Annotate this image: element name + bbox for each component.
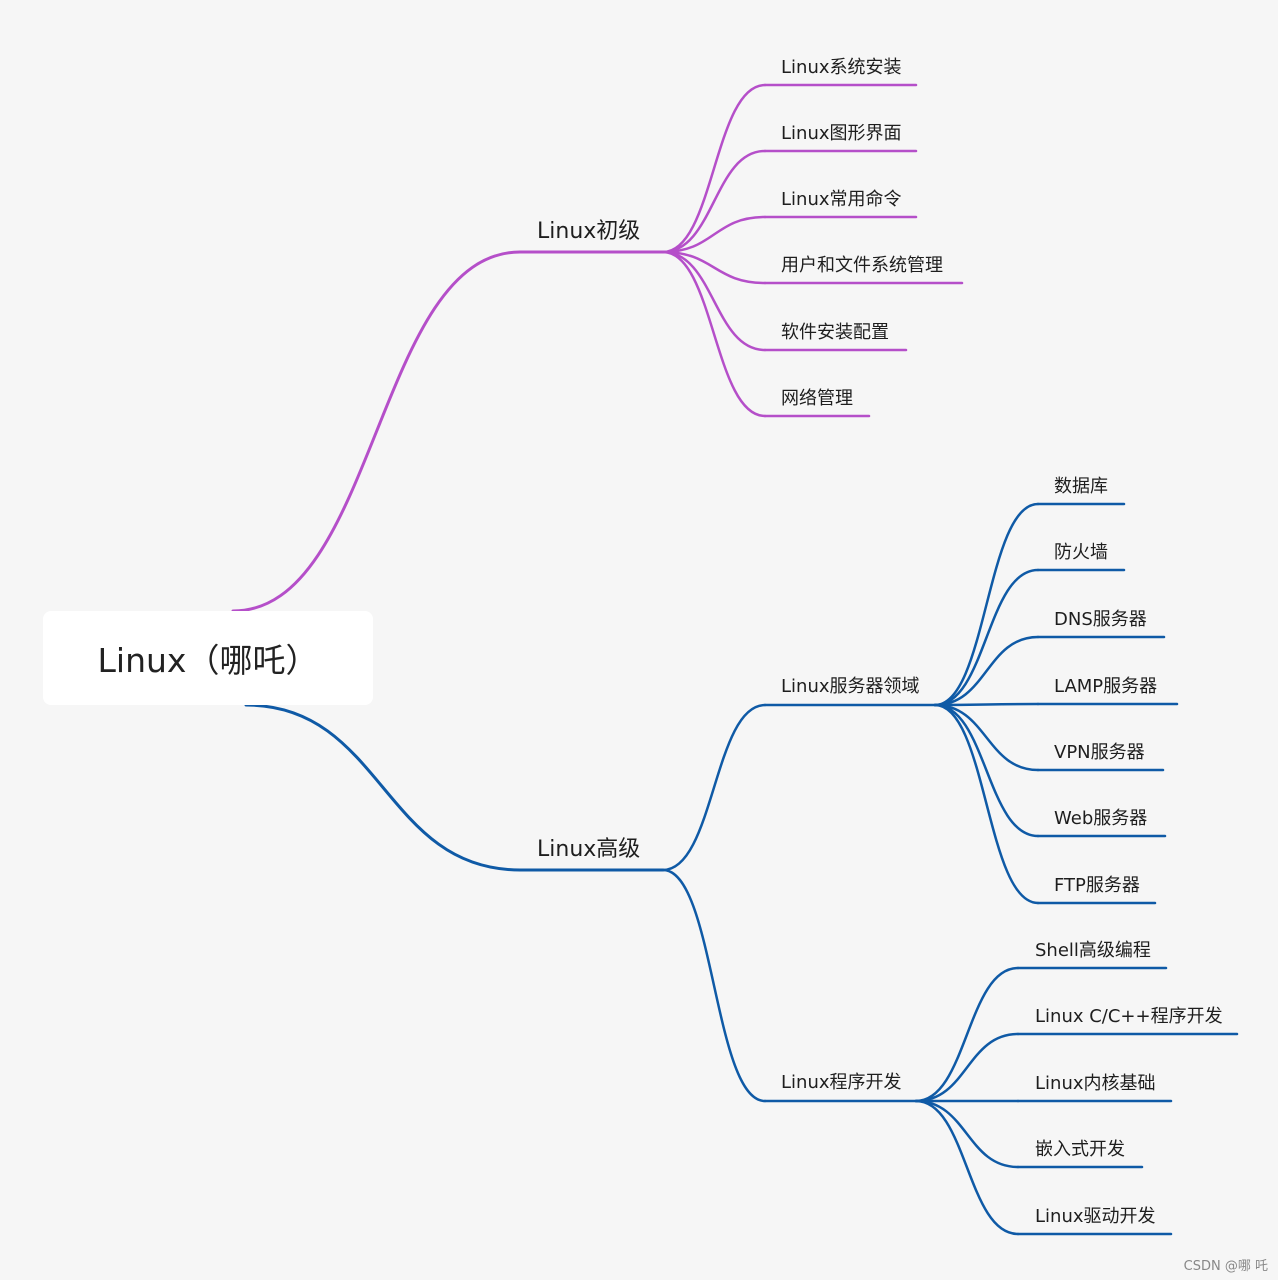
- branch-advanced-label[interactable]: Linux高级: [537, 837, 641, 862]
- server-item-0[interactable]: 数据库: [1054, 476, 1108, 497]
- connector-server-1: [933, 568, 1040, 707]
- dev-item-3[interactable]: 嵌入式开发: [1035, 1139, 1125, 1160]
- beginner-item-2[interactable]: Linux常用命令: [781, 189, 902, 210]
- server-item-2[interactable]: DNS服务器: [1054, 609, 1147, 630]
- connector-beginner-2: [661, 215, 767, 254]
- connector-beginner-0: [661, 83, 767, 254]
- branch-beginner-label[interactable]: Linux初级: [537, 219, 641, 244]
- server-branch-label[interactable]: Linux服务器领域: [781, 676, 920, 697]
- connector-beginner-5: [661, 250, 767, 418]
- connector-dev-0: [914, 966, 1020, 1103]
- connector-root-advanced: [244, 703, 522, 872]
- beginner-item-0[interactable]: Linux系统安装: [781, 57, 902, 78]
- server-item-1[interactable]: 防火墙: [1054, 542, 1108, 563]
- connector-dev-4: [914, 1099, 1020, 1236]
- beginner-item-4[interactable]: 软件安装配置: [781, 322, 889, 343]
- connector-dev-3: [914, 1099, 1020, 1169]
- connector-dev-1: [914, 1032, 1020, 1103]
- connector-beginner-3: [661, 250, 767, 285]
- beginner-item-5[interactable]: 网络管理: [781, 388, 853, 409]
- connector-server-0: [933, 502, 1040, 707]
- connector-server-2: [933, 635, 1040, 707]
- server-item-6[interactable]: FTP服务器: [1054, 875, 1140, 896]
- dev-item-0[interactable]: Shell高级编程: [1035, 940, 1151, 961]
- server-item-3[interactable]: LAMP服务器: [1054, 676, 1158, 697]
- beginner-item-3[interactable]: 用户和文件系统管理: [781, 255, 943, 276]
- root-node[interactable]: Linux（哪吒）: [43, 611, 373, 705]
- connector-server-3: [933, 702, 1040, 707]
- connector-beginner-4: [661, 250, 767, 352]
- dev-item-1[interactable]: Linux C/C++程序开发: [1035, 1006, 1223, 1027]
- dev-item-2[interactable]: Linux内核基础: [1035, 1073, 1156, 1094]
- dev-branch-label[interactable]: Linux程序开发: [781, 1072, 902, 1093]
- connector-server-4: [933, 703, 1040, 772]
- dev-item-4[interactable]: Linux驱动开发: [1035, 1206, 1156, 1227]
- connector-advanced-server: [661, 703, 767, 872]
- server-item-5[interactable]: Web服务器: [1054, 808, 1148, 829]
- connector-advanced-dev: [661, 868, 767, 1103]
- beginner-item-1[interactable]: Linux图形界面: [781, 123, 902, 144]
- watermark: CSDN @哪 吒: [1183, 1259, 1268, 1274]
- connector-server-6: [933, 703, 1040, 905]
- connector-root-beginner: [231, 250, 522, 613]
- root-label: Linux（哪吒）: [97, 641, 319, 680]
- connector-server-5: [933, 703, 1040, 838]
- server-item-4[interactable]: VPN服务器: [1054, 742, 1145, 763]
- connector-beginner-1: [661, 149, 767, 254]
